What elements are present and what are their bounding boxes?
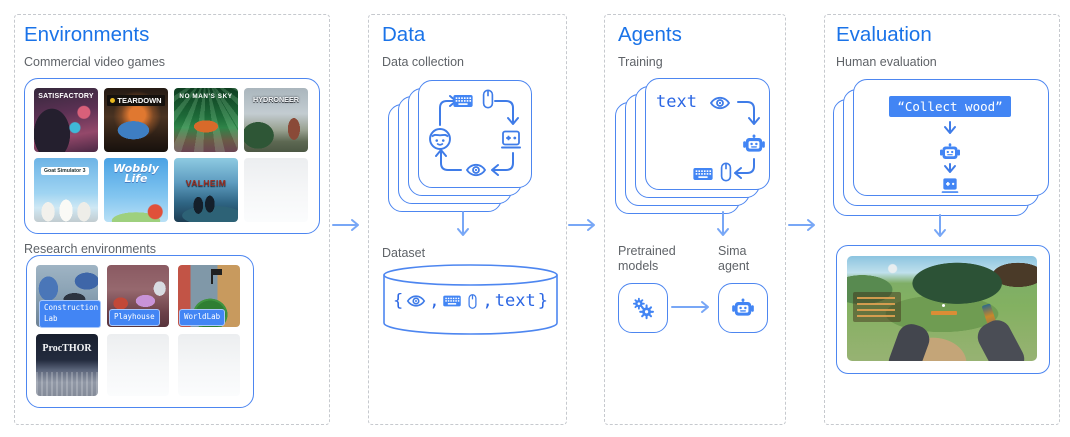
agents-panel <box>604 14 786 425</box>
training-card: text <box>645 78 770 190</box>
robot-icon <box>938 140 962 164</box>
dataset-tuple: { , , text } <box>382 288 559 314</box>
game-screenshot <box>847 256 1037 361</box>
thumb-art-title: Goat Simulator 3 <box>41 167 89 175</box>
pretrained-models-label: Pretrained models <box>618 244 676 273</box>
flow-arrow-agents-to-eval <box>788 219 815 231</box>
robot-icon <box>741 131 767 157</box>
player-left-arm <box>884 319 933 361</box>
interaction-hint <box>930 310 957 315</box>
down-arrow <box>944 121 956 134</box>
thumb-valheim: VALHEIM <box>174 158 238 222</box>
thumb-art-title: ProcTHOR <box>42 343 92 354</box>
keyboard-icon <box>442 291 462 311</box>
tuple-open-brace: { <box>393 291 404 311</box>
thumb-placeholder <box>244 158 308 222</box>
tuple-text-token: text <box>494 291 536 311</box>
env-label-playhouse: Playhouse <box>109 309 160 326</box>
sima-agent-box <box>718 283 768 333</box>
thumb-art-title: SATISFACTORY <box>38 93 94 100</box>
eye-icon <box>405 290 427 312</box>
research-environments-label: Research environments <box>24 242 157 256</box>
down-arrow-to-screenshot <box>934 214 946 237</box>
game-screen-icon <box>940 175 960 195</box>
game-hud <box>853 292 901 322</box>
thumb-nms: NO MAN'S SKY <box>174 88 238 152</box>
keyboard-icon <box>452 90 474 112</box>
data-collection-label: Data collection <box>382 55 464 69</box>
game-screen-icon <box>499 127 523 151</box>
dataset-label: Dataset <box>382 246 426 260</box>
player-right-arm <box>972 314 1030 361</box>
evaluation-stack: “Collect wood” <box>833 79 1049 216</box>
mouse-icon <box>464 293 481 310</box>
thumb-satisfactory: SATISFACTORY <box>34 88 98 152</box>
sima-agent-label: Sima agent <box>718 244 750 273</box>
thumb-art-title: NO MAN'S SKY <box>179 93 233 100</box>
research-environments-grid: ProcTHOR <box>36 265 240 396</box>
tuple-comma: , <box>429 291 440 311</box>
env-label-construction: Construction Lab <box>39 300 101 328</box>
eye-icon <box>464 158 488 182</box>
evaluation-title: Evaluation <box>836 23 932 46</box>
data-collection-stack <box>388 80 532 212</box>
human-evaluation-label: Human evaluation <box>836 55 937 69</box>
mouse-icon <box>477 88 499 110</box>
person-icon <box>427 126 453 152</box>
thumb-procthor: ProcTHOR <box>36 334 98 396</box>
thumb-wobbly: Wobbly Life <box>104 158 168 222</box>
robot-icon <box>730 295 756 321</box>
thumb-hydroneer: HYDRONEER <box>244 88 308 152</box>
data-cycle-card <box>418 80 532 188</box>
down-arrow-to-dataset <box>457 211 469 236</box>
thumb-placeholder <box>107 334 169 396</box>
thumb-art-title: HYDRONEER <box>253 95 299 104</box>
agents-title: Agents <box>618 23 682 46</box>
mouse-icon <box>715 161 737 183</box>
crosshair <box>942 304 945 308</box>
dataset-cylinder <box>383 264 558 335</box>
environments-title: Environments <box>24 23 150 46</box>
thumb-art-title: Wobbly Life <box>113 162 159 185</box>
tuple-close-brace: } <box>537 291 548 311</box>
thumb-placeholder <box>178 334 240 396</box>
down-arrow <box>944 163 956 173</box>
evaluation-card: “Collect wood” <box>853 79 1049 196</box>
pretrained-models-box <box>618 283 668 333</box>
keyboard-icon <box>692 163 714 185</box>
training-arrows <box>734 101 760 179</box>
arrow-pretrained-to-sima <box>671 301 709 313</box>
instruction-banner: “Collect wood” <box>889 96 1011 117</box>
commercial-games-label: Commercial video games <box>24 55 166 69</box>
gears-icon <box>630 295 656 321</box>
training-stack: text <box>615 78 770 214</box>
thumb-art-title: TEARDOWN <box>107 95 165 106</box>
commercial-games-grid: SATISFACTORY TEARDOWN NO MAN'S SKY HYDRONEE… <box>34 88 308 222</box>
training-label: Training <box>618 55 663 69</box>
eye-icon <box>708 91 732 115</box>
thumb-art-title: VALHEIM <box>185 178 227 188</box>
thumb-goat: Goat Simulator 3 <box>34 158 98 222</box>
flow-arrow-data-to-agents <box>568 219 595 231</box>
data-title: Data <box>382 23 426 46</box>
down-arrow-to-sima <box>717 211 729 236</box>
thumb-teardown: TEARDOWN <box>104 88 168 152</box>
tuple-comma: , <box>482 291 493 311</box>
flow-arrow-env-to-data <box>332 219 359 231</box>
env-label-worldlab: WorldLab <box>179 309 226 326</box>
text-input-label: text <box>656 92 697 112</box>
